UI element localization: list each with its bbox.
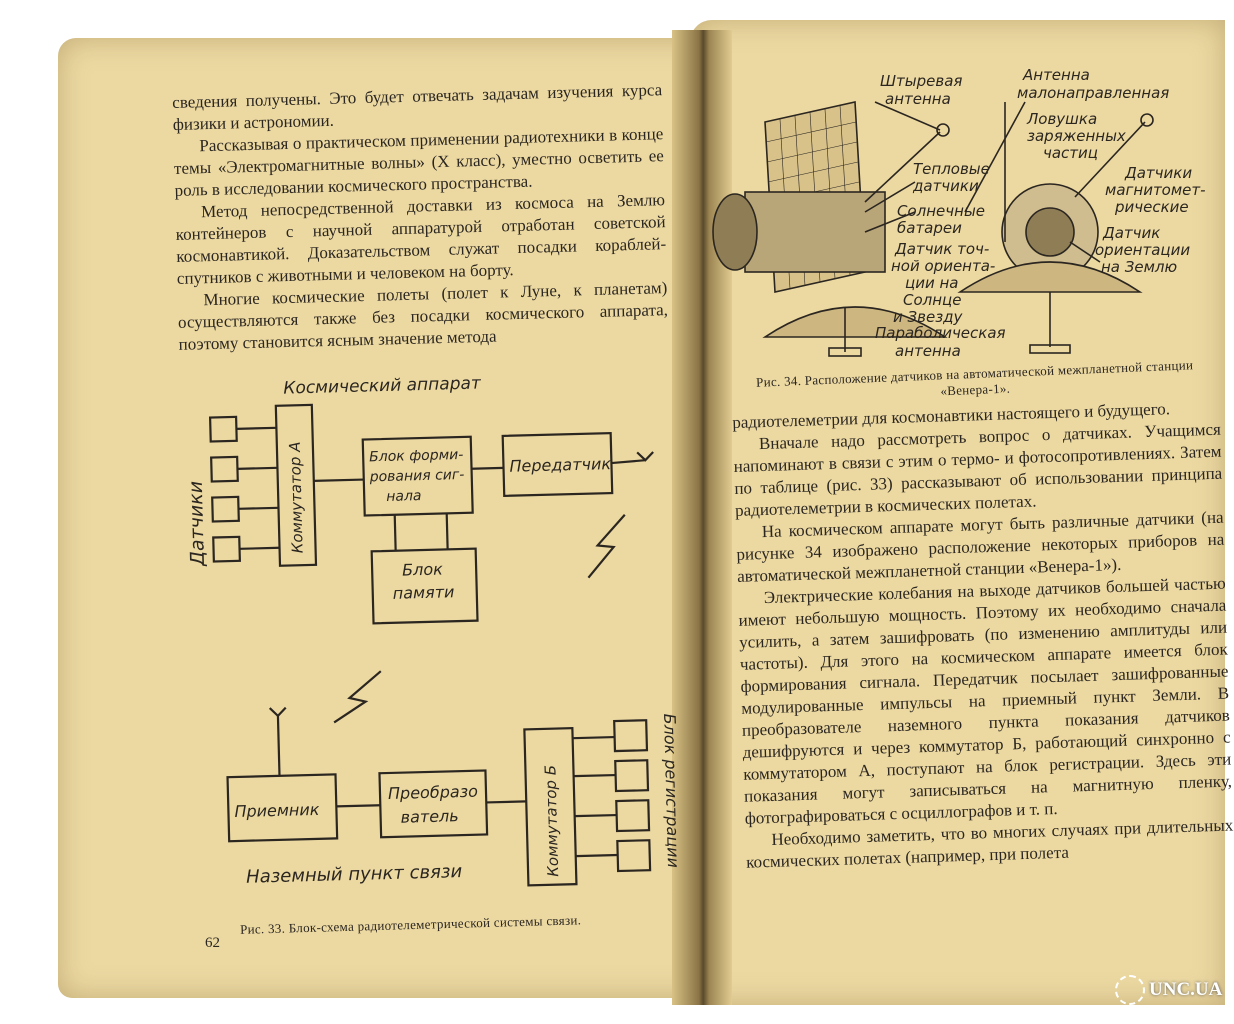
- sensor-box: [212, 535, 241, 563]
- label-parabolic-1: Параболическая: [875, 324, 1006, 342]
- watermark: UNC.UA: [1115, 975, 1222, 1005]
- left-page-text: сведения получены. Это будет отвечать за…: [172, 79, 669, 356]
- label-trap-1: Ловушка: [1026, 110, 1097, 128]
- commutator-a-box: [274, 403, 318, 567]
- label-receiver: Приемник: [234, 800, 320, 821]
- label-whip-antenna-1: Штыревая: [880, 72, 962, 90]
- label-precise-5: и Звезду: [893, 308, 964, 326]
- label-registration: Блок регистрации: [660, 713, 683, 868]
- label-solar-2: батареи: [897, 219, 962, 237]
- label-trap-2: заряженных: [1027, 127, 1126, 145]
- label-parabolic-2: антенна: [895, 342, 961, 360]
- converter-box: [378, 769, 489, 839]
- label-signal-3: нала: [386, 488, 422, 505]
- label-magnet-3: рические: [1114, 198, 1189, 216]
- label-earth-orient-3: на Землю: [1101, 258, 1177, 276]
- left-paragraph-3: Метод непосредственной доставки из космо…: [175, 190, 667, 288]
- label-memory-1: Блок: [402, 560, 443, 580]
- label-magnet-2: магнитомет-: [1105, 181, 1206, 199]
- memory-box: [370, 547, 479, 625]
- label-solar-1: Солнечные: [897, 202, 985, 220]
- sensor-box: [211, 495, 240, 523]
- sensor-box: [208, 415, 238, 443]
- page-number: 62: [205, 935, 220, 951]
- figure-33-block-diagram: Космический аппарат Датчики Коммутатор А…: [185, 373, 683, 888]
- label-precise-4: Солнце: [903, 291, 961, 309]
- label-earth-orient-1: Датчик: [1102, 224, 1160, 242]
- label-commutator-b: Коммутатор Б: [541, 765, 562, 877]
- left-paragraph-4: Многие космические полеты (полет к Луне,…: [177, 278, 669, 354]
- book-gutter: [672, 30, 732, 1005]
- figure-34-venera-station: Штыревая антенна Антенна малонаправленна…: [712, 66, 1206, 360]
- label-thermal-2: датчики: [912, 177, 979, 195]
- label-precise-3: ции на: [905, 274, 958, 292]
- sensor-box: [210, 455, 239, 483]
- label-magnet-1: Датчики: [1124, 164, 1192, 182]
- label-converter-2: ватель: [400, 806, 459, 827]
- label-whip-antenna-2: антенна: [885, 90, 951, 108]
- label-converter-1: Преобразо: [388, 782, 479, 803]
- label-thermal-1: Тепловые: [913, 160, 990, 178]
- label-precise-1: Датчик точ-: [894, 240, 989, 258]
- right-page-text: радиотелеметрии для космонавтики настоящ…: [732, 397, 1234, 874]
- label-transmitter: Передатчик: [509, 454, 611, 476]
- right-paragraph-4: Электрические колебания на выходе датчик…: [738, 573, 1233, 828]
- sun-logo-icon: [1115, 975, 1145, 1005]
- label-earth-orient-2: ориентации: [1095, 241, 1190, 259]
- label-lowdir-antenna-2: малонаправленная: [1017, 84, 1169, 102]
- label-sensors: Датчики: [185, 481, 209, 567]
- label-trap-3: частиц: [1043, 144, 1098, 162]
- right-paragraph-2: Вначале надо рассмотреть вопрос о датчик…: [733, 419, 1223, 520]
- label-signal-1: Блок форми-: [369, 447, 464, 465]
- commutator-b-box: [523, 727, 578, 887]
- label-spacecraft: Космический аппарат: [283, 373, 482, 398]
- watermark-text: UNC.UA: [1149, 979, 1223, 1000]
- label-signal-2: рования сиг-: [369, 467, 465, 485]
- label-lowdir-antenna-1: Антенна: [1022, 66, 1090, 84]
- label-commutator-a: Коммутатор А: [286, 441, 307, 553]
- signal-forming-box: [361, 435, 474, 517]
- label-memory-2: памяти: [393, 582, 455, 603]
- label-precise-2: ной ориента-: [891, 257, 995, 275]
- label-ground-station: Наземный пункт связи: [246, 861, 463, 888]
